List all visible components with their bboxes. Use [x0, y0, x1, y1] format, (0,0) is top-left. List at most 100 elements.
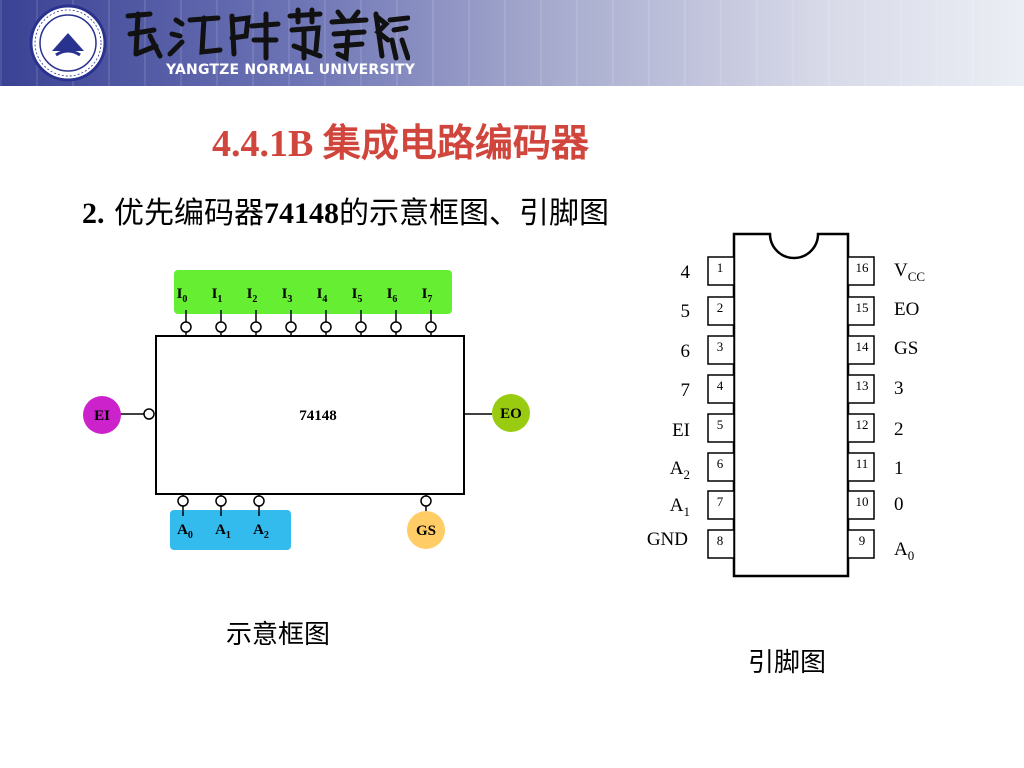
- output-pin-bubble: [215, 495, 227, 507]
- input-pin-bubble: [250, 321, 262, 333]
- right-pin-number: 11: [856, 456, 869, 471]
- right-pin-label: A0: [894, 539, 914, 563]
- right-pin-number: 13: [856, 378, 869, 393]
- outputs-box: [170, 510, 291, 550]
- right-pin-number: 12: [856, 417, 869, 432]
- caption-block-diagram: 示意框图: [226, 620, 331, 650]
- left-pin-box: [707, 413, 735, 443]
- right-pin-box: [847, 490, 875, 520]
- left-pin-number: 5: [717, 417, 724, 432]
- right-pin-number: 9: [859, 533, 866, 548]
- ei-bubble: [143, 408, 155, 420]
- right-pin-box: [847, 452, 875, 482]
- ei-circle: [83, 396, 121, 434]
- gs-label: GS: [416, 523, 436, 539]
- left-pin-box: [707, 335, 735, 365]
- input-pin-label: I3: [282, 286, 293, 305]
- right-pin-label: 0: [894, 494, 904, 515]
- gs-bubble: [420, 495, 432, 507]
- right-pin-number: 10: [856, 494, 869, 509]
- output-pin-label: A1: [215, 522, 231, 541]
- right-pin-box: [847, 374, 875, 404]
- right-pin-label: EO: [894, 299, 919, 320]
- gs-circle: [407, 511, 445, 549]
- right-pin-box: [847, 256, 875, 286]
- university-name-english: YANGTZE NORMAL UNIVERSITY: [166, 62, 416, 78]
- input-pin-bubble: [425, 321, 437, 333]
- right-pin-number: 14: [856, 339, 870, 354]
- inputs-box: [174, 270, 452, 314]
- output-pin-bubble: [253, 495, 265, 507]
- input-pin-bubble: [320, 321, 332, 333]
- left-pin-box: [707, 529, 735, 559]
- input-pin-bubble: [285, 321, 297, 333]
- banner-stripes: [0, 0, 1024, 86]
- right-pin-box: [847, 335, 875, 365]
- slide-title: 4.4.1B 集成电路编码器: [212, 123, 589, 165]
- input-pin-label: I0: [177, 286, 188, 305]
- university-calligraphy-logo: [125, 7, 410, 62]
- input-pin-label: I5: [352, 286, 363, 305]
- input-pin-label: I4: [317, 286, 328, 305]
- university-seal-icon: [29, 4, 107, 82]
- left-pin-label: GND: [647, 529, 688, 550]
- right-pin-box: [847, 529, 875, 559]
- left-pin-label: 7: [681, 380, 691, 401]
- subtitle-chip: 74148: [264, 197, 340, 230]
- input-pin-label: I7: [422, 286, 433, 305]
- left-pin-number: 1: [717, 260, 724, 275]
- input-pins: I0 I1 I2 I3 I4 I5 I6 I7: [177, 286, 437, 336]
- subtitle-text-a: 优先编码器: [104, 196, 265, 231]
- subtitle-text-b: 的示意框图、引脚图: [339, 196, 610, 231]
- input-pin-bubble: [390, 321, 402, 333]
- right-pin-box: [847, 413, 875, 443]
- left-pin-label: 5: [681, 301, 691, 322]
- right-pin-number: 16: [856, 260, 870, 275]
- left-pin-box: [707, 296, 735, 326]
- block-diagram: 74148 I0 I1 I2 I3 I4 I5 I6 I7 A0 A1 A2 EI EO GS: [83, 270, 530, 550]
- chip-body: [155, 335, 465, 495]
- left-pin-label: A2: [670, 458, 690, 482]
- subtitle-number: 2.: [82, 197, 105, 230]
- eo-label: EO: [500, 406, 522, 422]
- output-pins: A0 A1 A2: [177, 494, 269, 541]
- right-pin-label: VCC: [894, 260, 925, 284]
- left-pin-label: 4: [681, 262, 691, 283]
- left-pin-number: 2: [717, 300, 724, 315]
- right-pin-label: 2: [894, 419, 904, 440]
- left-pin-label: A1: [670, 495, 690, 519]
- right-pin-label: GS: [894, 338, 918, 359]
- right-pin-number: 15: [856, 300, 869, 315]
- left-pin-box: [707, 452, 735, 482]
- left-pin-number: 8: [717, 533, 724, 548]
- left-pin-box: [707, 256, 735, 286]
- right-pin-box: [847, 296, 875, 326]
- ei-label: EI: [94, 408, 110, 424]
- left-pin-label: EI: [672, 420, 690, 441]
- header-banner: YANGTZE NORMAL UNIVERSITY: [0, 0, 1024, 86]
- output-pin-bubble: [177, 495, 189, 507]
- left-pin-box: [707, 490, 735, 520]
- input-pin-label: I1: [212, 286, 223, 305]
- eo-circle: [492, 394, 530, 432]
- right-pin-label: 3: [894, 378, 904, 399]
- left-pin-number: 6: [717, 456, 724, 471]
- left-pin-number: 3: [717, 339, 724, 354]
- left-pin-number: 7: [717, 494, 724, 509]
- input-pin-label: I2: [247, 286, 258, 305]
- ic-package: [732, 232, 850, 578]
- right-pin-label: 1: [894, 458, 904, 479]
- input-pin-bubble: [215, 321, 227, 333]
- input-pin-label: I6: [387, 286, 398, 305]
- chip-label: 74148: [299, 408, 337, 424]
- left-pin-label: 6: [681, 341, 691, 362]
- output-pin-label: A0: [177, 522, 193, 541]
- output-pin-label: A2: [253, 522, 269, 541]
- input-pin-bubble: [355, 321, 367, 333]
- input-pin-bubble: [180, 321, 192, 333]
- left-pin-box: [707, 374, 735, 404]
- left-pin-number: 4: [717, 378, 724, 393]
- slide-subtitle: 2. 优先编码器74148的示意框图、引脚图: [82, 188, 609, 232]
